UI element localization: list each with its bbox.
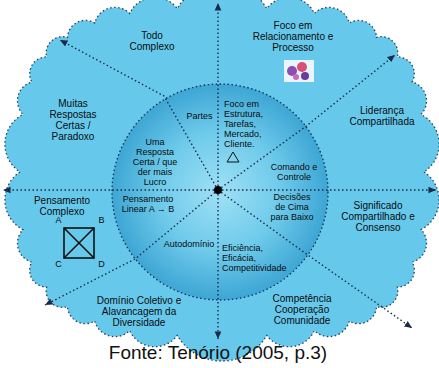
outer-sector-label: Domínio Coletivo e Alavancagem da Divers… <box>94 295 184 328</box>
outer-sector-label: Muitas Respostas Certas / Paradoxo <box>40 98 106 142</box>
outer-sector-label: Foco em Relacionamento e Processo <box>252 20 334 53</box>
inner-sector-label: Foco em Estrutura, Tarefas, Mercado, Cli… <box>224 100 270 149</box>
sector-dividers <box>3 3 436 339</box>
vertex-letter: B <box>97 216 106 226</box>
inner-sector-label: Decisões de Cima para Baixo <box>268 193 316 223</box>
vertex-letter: C <box>54 260 63 270</box>
source-caption: Fonte: Tenório (2005, p.3) <box>109 342 327 364</box>
abcd-square-figure <box>64 228 94 258</box>
outer-sector-label: Significado Compartilhado e Consenso <box>336 200 420 233</box>
outer-sector-label: Todo Complexo <box>123 30 181 52</box>
outer-cloud <box>5 0 439 361</box>
inner-sector-label: Eficiência, Eficácia, Competitividade <box>222 244 288 274</box>
center-dot <box>214 186 222 194</box>
outer-sector-label: Competência Cooperação Comunidade <box>266 293 338 326</box>
network-icon <box>284 60 314 82</box>
outer-sector-label: Liderança Compartilhada <box>345 105 419 127</box>
inner-circle <box>112 84 328 300</box>
inner-sector-label: Uma Resposta Certa / que der mais Lucro <box>130 138 180 187</box>
vertex-letter: D <box>97 260 106 270</box>
triangle-symbol <box>227 152 239 162</box>
inner-sector-label: Autodomínio <box>162 240 216 250</box>
outer-sector-label: Pensamento Complexo <box>30 195 94 217</box>
inner-sector-label: Partes <box>184 112 215 122</box>
inner-sector-label: Comando e Controle <box>268 163 320 183</box>
inner-sector-label: Pensamento Linear A → B <box>120 195 176 215</box>
vertex-letter: A <box>54 216 63 226</box>
